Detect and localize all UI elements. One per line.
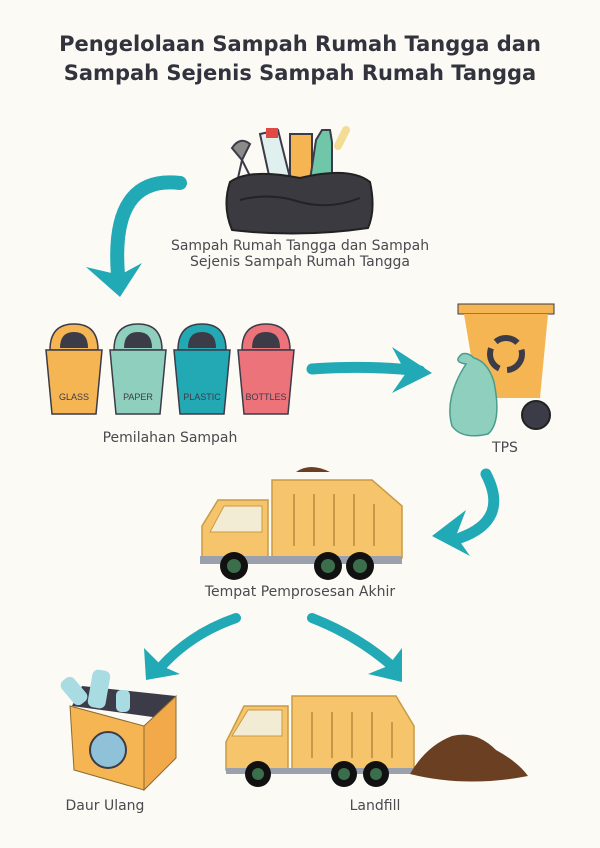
tps-label: TPS <box>492 440 518 456</box>
source-label-line-2: Sejenis Sampah Rumah Tangga <box>190 254 410 270</box>
svg-text:GLASS: GLASS <box>59 392 89 402</box>
svg-text:PLASTIC: PLASTIC <box>183 392 221 402</box>
source-label: Sampah Rumah Tangga dan Sampah Sejenis S… <box>130 238 470 270</box>
page-title: Pengelolaan Sampah Rumah Tangga dan Samp… <box>0 30 600 88</box>
trash-bag-icon <box>225 126 374 235</box>
source-label-line-1: Sampah Rumah Tangga dan Sampah <box>170 238 430 254</box>
flow-arrow-icon <box>306 347 432 393</box>
flow-arrow-icon <box>432 468 500 556</box>
flow-arrow-icon <box>144 613 241 680</box>
sorting-label: Pemilahan Sampah <box>102 430 238 446</box>
landfill-label: Landfill <box>349 798 401 814</box>
svg-text:PAPER: PAPER <box>123 392 153 402</box>
tpa-label: Tempat Pemprosesan Akhir <box>204 584 396 600</box>
landfill-truck-icon <box>225 695 528 787</box>
recycle-label: Daur Ulang <box>65 798 145 814</box>
svg-text:BOTTLES: BOTTLES <box>245 392 286 402</box>
bin-glass: GLASS <box>45 323 103 415</box>
flow-arrow-icon <box>86 175 187 297</box>
recycle-box-icon <box>60 669 177 792</box>
sorting-bins-icon: GLASS PAPER PLASTIC BOTTLES <box>45 323 295 415</box>
title-line-2: Sampah Sejenis Sampah Rumah Tangga <box>63 61 537 85</box>
title-line-1: Pengelolaan Sampah Rumah Tangga dan <box>59 32 541 56</box>
flow-arrow-icon <box>307 613 402 682</box>
garbage-truck-icon <box>200 467 403 580</box>
tps-bin-icon <box>449 303 555 437</box>
